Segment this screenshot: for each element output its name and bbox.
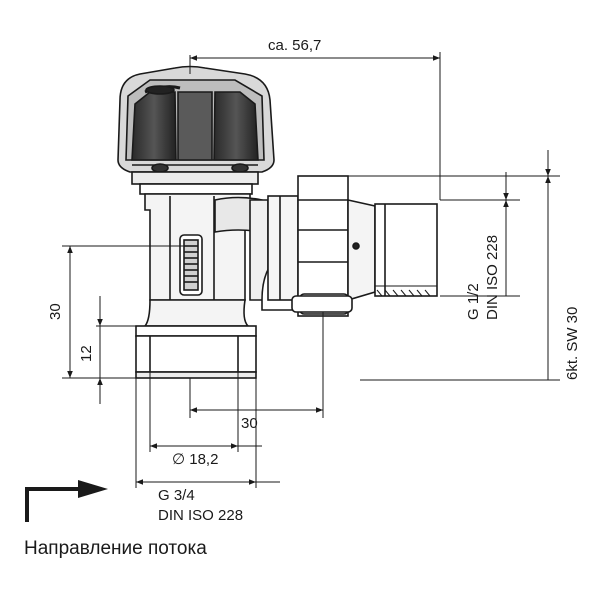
thread-bottom-line2: DIN ISO 228: [158, 507, 243, 524]
height-30-label: 30: [47, 303, 64, 320]
height-12-label: 12: [78, 345, 95, 362]
horizontal-30-label: 30: [241, 415, 258, 432]
thread-right-line1: G 1/2: [465, 283, 482, 320]
hex-size-label: 6kt. SW 30: [564, 307, 581, 380]
sight-glass: [179, 234, 203, 296]
thread-bottom-line1: G 3/4: [158, 487, 195, 504]
overall-width-label: ca. 56,7: [268, 37, 321, 54]
diameter-label: ∅ 18,2: [172, 451, 218, 468]
thread-right-line2: DIN ISO 228: [484, 235, 501, 320]
side-connection: [249, 175, 438, 317]
flow-direction-arrow-icon: [25, 480, 108, 522]
dimension-lines: [62, 52, 560, 488]
valve-body: [117, 55, 438, 400]
flow-direction-caption: Направление потока: [24, 538, 207, 559]
valve-handwheel: [117, 65, 275, 195]
